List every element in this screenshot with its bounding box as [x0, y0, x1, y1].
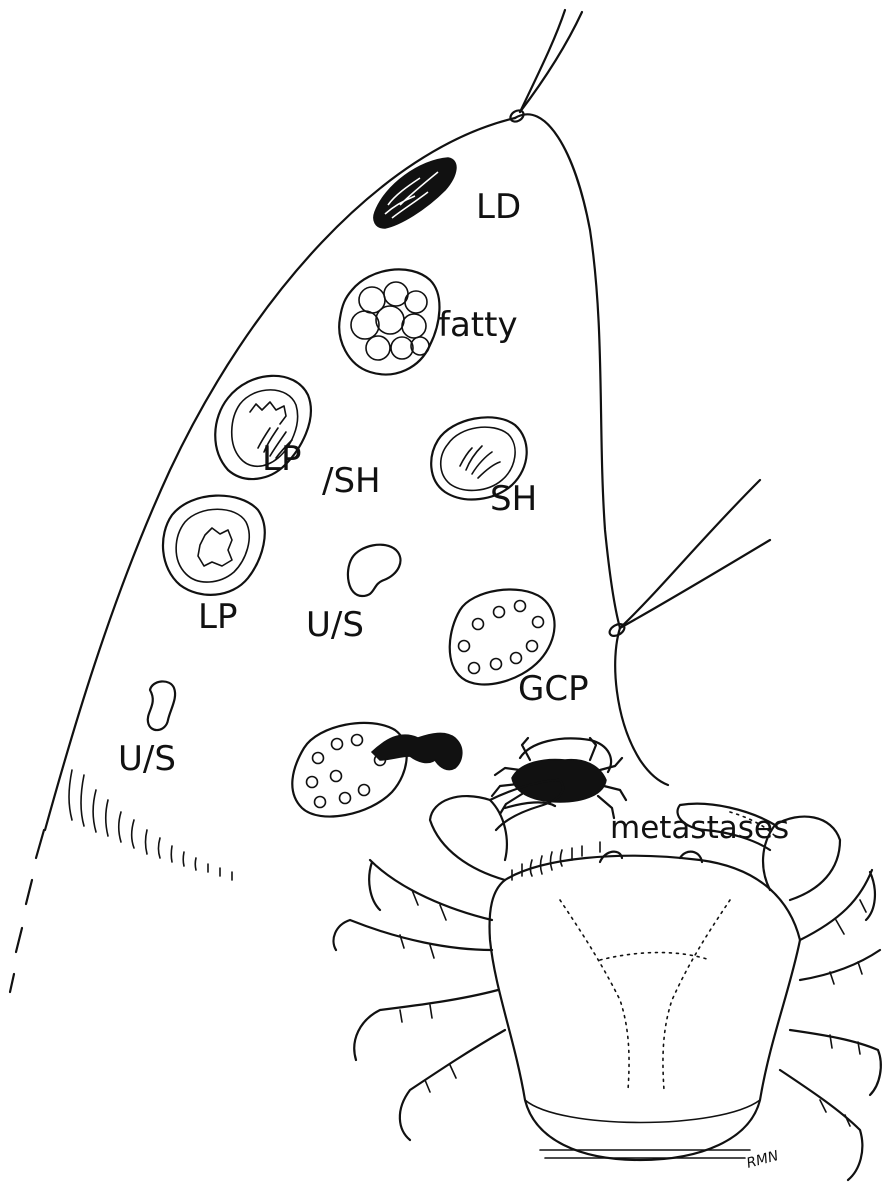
label-lp-sh-sh: /SH	[322, 461, 381, 501]
label-us-left: U/S	[118, 739, 176, 779]
label-lp: LP	[198, 597, 237, 637]
label-us-center: U/S	[306, 605, 364, 645]
hatching-bottom	[512, 842, 600, 880]
label-ld: LD	[476, 187, 521, 227]
label-lp-sh-lp: LP	[262, 439, 301, 479]
nodule-us-left	[148, 681, 175, 730]
nodule-gcp-invasive	[292, 723, 462, 817]
label-metastases: metastases	[610, 810, 789, 846]
vessel-top	[508, 10, 582, 124]
nodule-ld	[374, 158, 456, 228]
crab-illustration	[334, 780, 881, 1180]
vessel-right	[608, 480, 770, 638]
label-fatty: fatty	[438, 305, 518, 345]
nodule-fatty	[339, 269, 439, 374]
hatching-left	[69, 770, 232, 880]
signature: RMN	[745, 1148, 781, 1172]
label-gcp: GCP	[518, 669, 589, 709]
nodule-us-center	[348, 545, 401, 596]
nodule-lp	[163, 496, 265, 595]
label-sh: SH	[490, 479, 537, 519]
